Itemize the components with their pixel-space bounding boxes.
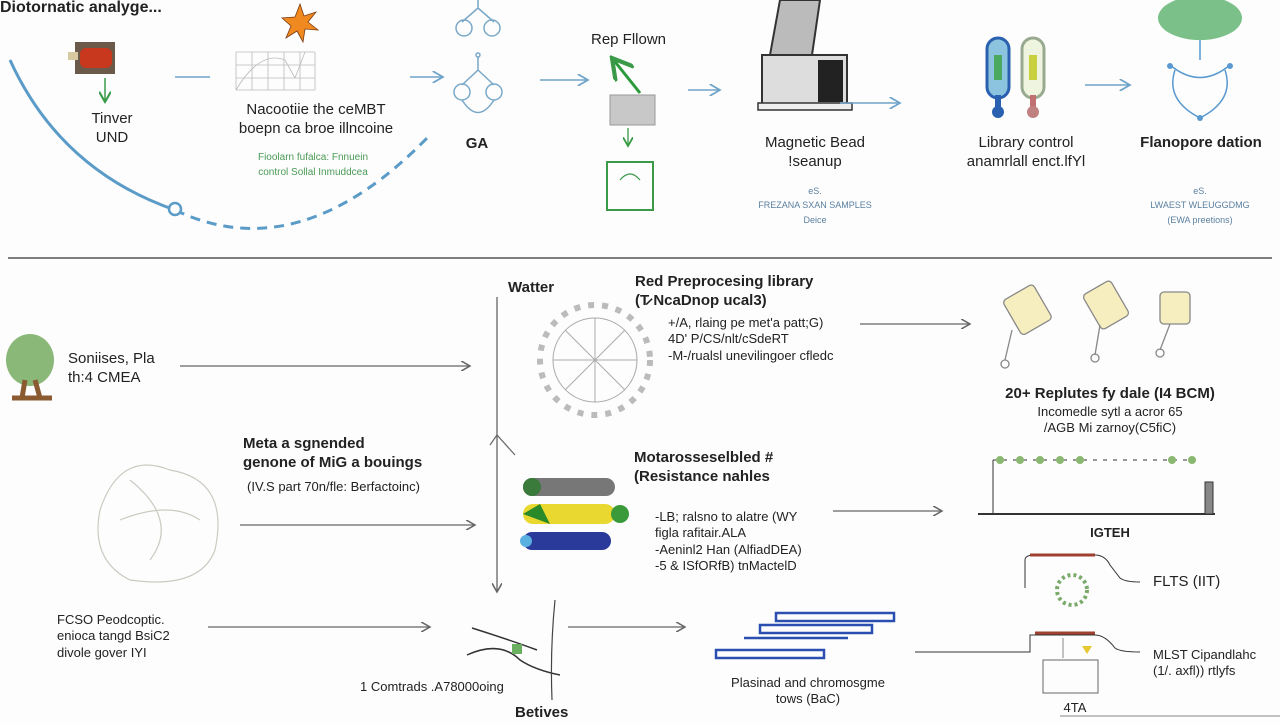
note-line: LWAEST WLEUGGDMG: [1150, 200, 1250, 211]
diagram-title: Diotornatic analyge...: [0, 0, 162, 16]
label-line: FCSO Peodcoptic.: [57, 612, 165, 627]
green-arrow-up: [612, 58, 642, 94]
label-line: tows (BaC): [775, 691, 841, 707]
step-note: eS. LWAEST WLEUGGDMG (EWA preetions): [1150, 184, 1249, 227]
label-line: Tinver: [91, 110, 133, 127]
step-ga: GA: [465, 135, 489, 152]
note-line: eS.: [1193, 186, 1207, 196]
mlst-diagram: [915, 631, 1141, 694]
label-line: Incomedle sytl a acror 65: [1037, 404, 1183, 419]
label-line: Magnetic Bead: [764, 134, 866, 151]
label-line: th:4 CMEA: [68, 368, 141, 386]
label-line: Soniises, Pla: [68, 350, 155, 367]
label-line: enioca tangd BsiC2: [57, 628, 170, 644]
list-item: -M-/rualsl unevilingoer cfledc: [668, 347, 834, 363]
note-line: eS.: [808, 186, 822, 196]
contrads-label: 1 Comtrads .A78000oing: [360, 679, 504, 694]
preprocessing-items: +/A, rlaing pe met'a patt;G)4D' P/CS/nlt…: [668, 315, 833, 364]
sample-device-icon: [68, 42, 115, 74]
list-item: -5 & ISfORfB) tnMactelD: [655, 557, 797, 573]
star-icon: [281, 2, 320, 44]
instrument-icon: [757, 0, 853, 111]
note-line: (EWA preetions): [1167, 214, 1233, 225]
replicates-title: 20+ Replutes fy dale (I4 BCM): [1005, 385, 1215, 402]
igteh-diagram: [978, 456, 1215, 515]
green-box: [606, 161, 654, 211]
label-line: anamrlall enct.lfYl: [966, 152, 1086, 170]
virus-wheel-icon: [537, 302, 653, 418]
resistance-capsules-icon: [520, 478, 629, 550]
label-line: UND: [95, 128, 129, 146]
gray-block: [609, 94, 656, 126]
scribble-network-icon: [97, 464, 219, 583]
note-line: Deice: [803, 214, 827, 225]
list-item: 4D' P/CS/nlt/cSdeRT: [668, 331, 789, 347]
list-item: -LB; ralsno to alatre (WY: [655, 509, 798, 524]
branch-tree-icon: [453, 0, 503, 114]
assembled-title: Motarosseselbled #(Resistance nahles: [634, 449, 773, 487]
label-line: Plasinad and chromosgme: [731, 675, 885, 690]
dna-strand-icon: [466, 627, 561, 676]
mlst-label: MLST Cipandlahc(1/. axfl)) rtlyfs: [1153, 647, 1256, 680]
ata-label: 4TA: [1063, 700, 1087, 715]
step-magnetic-bead: Magnetic Bead!seanup: [765, 134, 865, 172]
list-item: +/A, rlaing pe met'a patt;G): [668, 315, 824, 330]
meta-subtitle: (IV.S part 70n/fle: Berfactoinc): [247, 479, 420, 494]
tree-icon: [6, 334, 54, 401]
step-nanopore: Flanopore dation: [1140, 134, 1262, 151]
step-rep-flown: Rep Fllown: [591, 31, 667, 48]
title-line: genone of MiG a bouings: [243, 453, 423, 471]
list-item: -Aeninl2 Han (AlfiadDEA): [655, 541, 802, 557]
note-line: FREZANA SXAN SAMPLES: [758, 200, 872, 211]
step-note: eS. FREZANA SXAN SAMPLES Deice: [758, 184, 872, 227]
grid-chart-icon: [235, 51, 316, 91]
label-line: /AGB Mi zarnoy(C5fiC): [1043, 420, 1177, 436]
water-label: Watter: [508, 279, 555, 296]
title-line: Motarosseselbled #: [634, 449, 774, 466]
label-line: divole gover IYI: [57, 644, 147, 660]
cycle-arc: [8, 59, 432, 230]
list-item: figla rafitair.ALA: [655, 525, 747, 541]
label-line: boepn ca broe illncoine: [238, 119, 394, 137]
flts-diagram: [1024, 553, 1141, 607]
title-line: (T̷ NcaDnop ucal3): [635, 291, 767, 309]
replicates-lines: Incomedle sytl a acror 65/AGB Mi zarnoy(…: [1037, 404, 1182, 437]
label-line: Nacootiie the ceMBT: [246, 101, 386, 118]
note-line: control Sollal Inmuddcea: [258, 167, 368, 178]
title-line: Red Preprocesing library: [635, 273, 814, 290]
library-tubes-icon: [985, 36, 1046, 118]
tag-icons: [1000, 280, 1191, 369]
title-line: (Resistance nahles: [634, 467, 770, 485]
label-line: !seanup: [788, 152, 842, 170]
title-line: Meta a sgnended: [243, 435, 365, 452]
igteh-label: IGTEH: [1090, 525, 1130, 540]
label-line: Library control: [978, 134, 1074, 151]
flts-label: FLTS (IIT): [1153, 573, 1221, 590]
plasmid-bars-icon: [714, 611, 896, 660]
preprocessing-title: Red Preprocesing library(T̷ NcaDnop ucal…: [635, 273, 813, 311]
step-note: Fioolarn fufalca: Fnnuein control Sollal …: [258, 150, 368, 180]
note-line: Fioolarn fufalca: Fnnuein: [257, 152, 369, 163]
label-line: MLST Cipandlahc: [1153, 647, 1257, 662]
betives-label: Betives: [515, 704, 569, 721]
label-line: (1/. axfl)) rtlyfs: [1153, 663, 1236, 679]
nanopore-tree-icon: [1158, 0, 1242, 121]
